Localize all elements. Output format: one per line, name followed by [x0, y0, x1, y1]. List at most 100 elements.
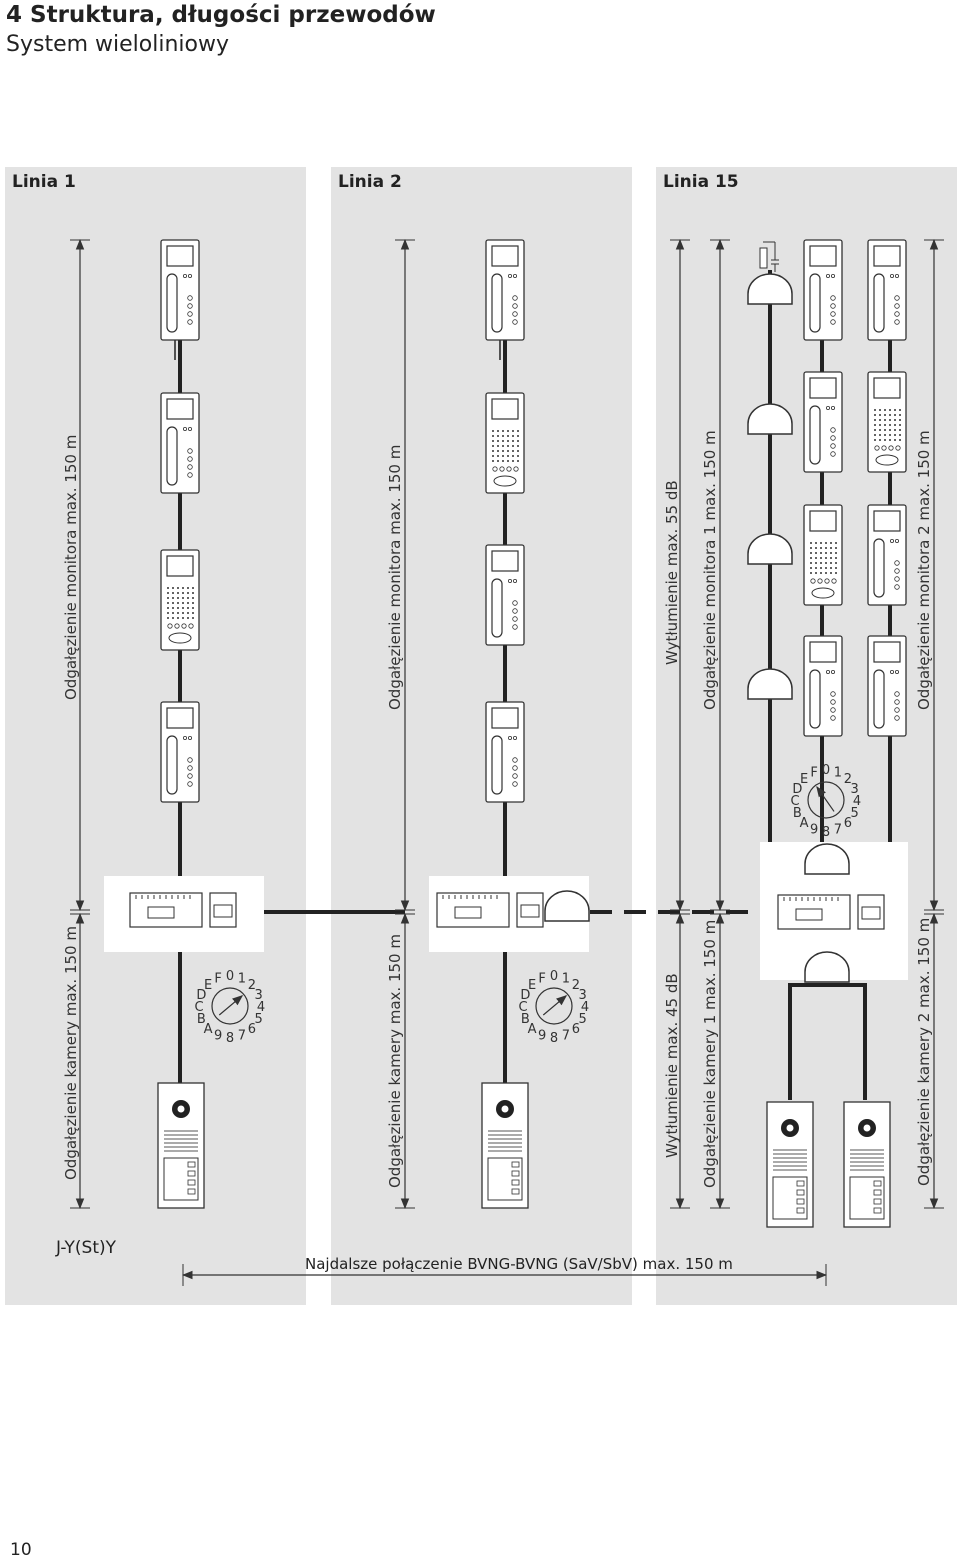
monitor-linia-2-2 [485, 392, 525, 494]
dial-digit: 0 [226, 969, 234, 984]
monitor-linia-15-2c [867, 504, 907, 606]
monitor-linia-15-2d [867, 635, 907, 737]
dial-digit: C [194, 1000, 203, 1015]
dial-digit: 4 [853, 794, 861, 809]
dial-digit: 0 [822, 763, 830, 778]
dial-digit: D [520, 988, 530, 1003]
dial-digit: 4 [257, 1000, 265, 1015]
monitor-linia-15-2a [867, 239, 907, 341]
dial-digit: 9 [214, 1029, 222, 1044]
terminating-resistor [759, 241, 779, 272]
door-station-linia-15-1 [766, 1101, 814, 1228]
monitor-linia-15-2b [867, 371, 907, 473]
dial-digit: 6 [572, 1022, 580, 1037]
dial-digit: E [800, 772, 808, 787]
dial-digit: 1 [238, 971, 246, 986]
page-title: 4 Struktura, długości przewodów [6, 2, 436, 28]
splitter-linia-15-3 [747, 533, 793, 565]
label-linia-1-camera-branch: Odgałęzienie kamery max. 150 m [62, 926, 80, 1180]
label-linia-15-camera-branch-2: Odgałęzienie kamery 2 max. 150 m [915, 918, 933, 1186]
dial-digit: F [538, 971, 545, 986]
dial-digit: D [196, 988, 206, 1003]
dial-digit: 2 [572, 978, 580, 993]
dial-digit: 8 [226, 1031, 234, 1046]
monitor-linia-15-1c [803, 504, 843, 606]
lane-title-linia-15: Linia 15 [663, 172, 739, 192]
wire-linia-15-camera-1 [788, 983, 827, 1100]
splitter-linia-2 [544, 890, 590, 922]
lane-background-1 [5, 167, 306, 1305]
splitter-linia-15-1 [747, 273, 793, 305]
splitter-linia-15-2 [747, 403, 793, 435]
dial-digit: 2 [248, 978, 256, 993]
dial-digit: 5 [850, 806, 858, 821]
label-linia-2-monitor-branch: Odgałęzienie monitora max. 150 m [386, 445, 404, 710]
page-number: 10 [10, 1540, 32, 1560]
dial-digit: 7 [238, 1029, 246, 1044]
dial-digit: 3 [850, 782, 858, 797]
monitor-linia-2-3 [485, 544, 525, 646]
dial-digit: 7 [562, 1029, 570, 1044]
lane-title-linia-2: Linia 2 [338, 172, 402, 192]
label-linia-1-monitor-branch: Odgałęzienie monitora max. 150 m [62, 435, 80, 700]
dial-digit: B [521, 1012, 530, 1027]
monitor-linia-2-1 [485, 239, 525, 341]
label-linia-2-camera-branch: Odgałęzienie kamery max. 150 m [386, 934, 404, 1188]
monitor-linia-15-1a [803, 239, 843, 341]
monitor-linia-1-1 [160, 239, 200, 341]
monitor-linia-1-3 [160, 549, 200, 651]
label-linia-15-monitor-branch-1: Odgałęzienie monitora 1 max. 150 m [701, 430, 719, 710]
monitor-linia-15-1d [803, 635, 843, 737]
dial-digit: E [528, 978, 536, 993]
page-subtitle: System wieloliniowy [6, 32, 229, 57]
dial-digit: 6 [248, 1022, 256, 1037]
dial-digit: 1 [834, 765, 842, 780]
dial-digit: D [792, 782, 802, 797]
dial-digit: F [214, 971, 221, 986]
wire-linia-15-camera-2 [827, 983, 867, 1100]
monitor-linia-2-4 [485, 701, 525, 803]
label-linia-15-attenuation-top: Wytłumienie max. 55 dB [663, 480, 681, 665]
dial-digit: C [518, 1000, 527, 1015]
splitter-linia-15-lower [804, 951, 850, 983]
dial-digit: F [810, 765, 817, 780]
label-linia-15-camera-branch-1: Odgałęzienie kamery 1 max. 150 m [701, 920, 719, 1188]
dial-digit: B [793, 806, 802, 821]
dial-digit: 8 [822, 825, 830, 840]
label-linia-15-attenuation-bottom: Wytłumienie max. 45 dB [663, 973, 681, 1158]
dial-digit: 4 [581, 1000, 589, 1015]
dial-digit: 6 [844, 816, 852, 831]
monitor-linia-1-4 [160, 701, 200, 803]
door-station-linia-15-2 [843, 1101, 891, 1228]
dial-digit: 5 [578, 1012, 586, 1027]
lane-title-linia-1: Linia 1 [12, 172, 76, 192]
dial-digit: 1 [562, 971, 570, 986]
dial-digit: A [204, 1022, 213, 1037]
controller-unit-linia-1 [129, 892, 237, 928]
monitor-linia-15-1b [803, 371, 843, 473]
dial-digit: E [204, 978, 212, 993]
door-station-linia-1 [157, 1082, 205, 1209]
dial-digit: C [790, 794, 799, 809]
controller-unit-linia-2 [436, 892, 544, 928]
controller-unit-linia-15 [777, 894, 885, 930]
dial-digit: 9 [810, 823, 818, 838]
longest-connection-label: Najdalsze połączenie BVNG-BVNG (SaV/SbV)… [305, 1255, 733, 1273]
dial-digit: B [197, 1012, 206, 1027]
dial-digit: 3 [254, 988, 262, 1003]
dial-digit: 3 [578, 988, 586, 1003]
cable-type-label: J-Y(St)Y [56, 1238, 117, 1258]
dial-digit: 5 [254, 1012, 262, 1027]
dial-digit: 7 [834, 823, 842, 838]
dial-digit: A [800, 816, 809, 831]
monitor-linia-1-2 [160, 392, 200, 494]
door-station-linia-2 [481, 1082, 529, 1209]
dial-digit: 9 [538, 1029, 546, 1044]
label-linia-15-monitor-branch-2: Odgałęzienie monitora 2 max. 150 m [915, 430, 933, 710]
dial-digit: A [528, 1022, 537, 1037]
dial-digit: 0 [550, 969, 558, 984]
